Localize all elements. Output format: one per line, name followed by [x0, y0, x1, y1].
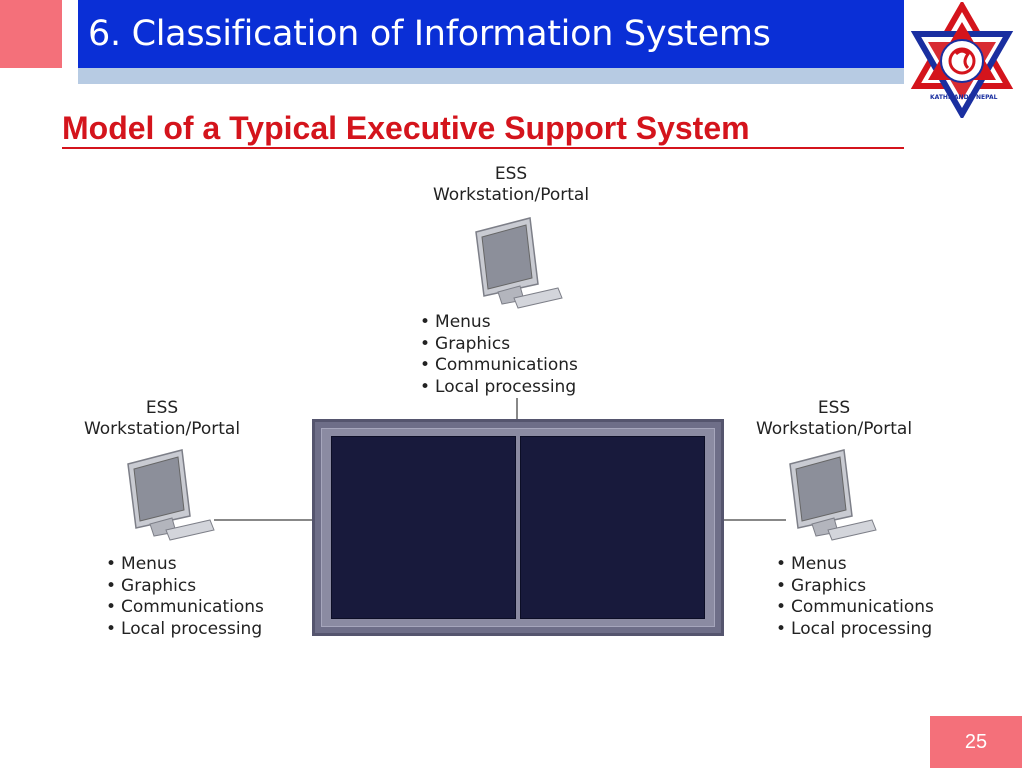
computer-workstation-icon — [789, 449, 877, 541]
list-item: Menus — [776, 554, 934, 576]
list-item: Communications — [106, 597, 264, 619]
computer-workstation-icon — [475, 217, 563, 309]
top-workstation-features: Menus Graphics Communications Local proc… — [420, 312, 578, 398]
list-item: Graphics — [776, 576, 934, 598]
list-item: Menus — [420, 312, 578, 334]
screen-panel-right — [520, 436, 705, 619]
list-item: Local processing — [776, 619, 934, 641]
list-item: Graphics — [106, 576, 264, 598]
list-item: Local processing — [106, 619, 264, 641]
svg-text:KATHMANDU: KATHMANDU — [930, 94, 974, 101]
university-emblem-icon: KATHMANDU NEPAL — [910, 2, 1014, 118]
right-connector-line — [724, 519, 786, 521]
list-item: Communications — [776, 597, 934, 619]
right-workstation-features: Menus Graphics Communications Local proc… — [776, 554, 934, 640]
page-title: 6. Classification of Information Systems — [88, 14, 771, 54]
list-item: Menus — [106, 554, 264, 576]
screen-panel-left — [331, 436, 516, 619]
left-workstation-label: ESS Workstation/Portal — [83, 398, 241, 439]
left-connector-line — [214, 519, 312, 521]
corner-accent-block — [0, 0, 62, 68]
diagram-subtitle: Model of a Typical Executive Support Sys… — [62, 110, 750, 146]
subtitle-underline — [62, 147, 904, 149]
top-connector-line — [516, 398, 518, 419]
list-item: Graphics — [420, 334, 578, 356]
left-workstation-features: Menus Graphics Communications Local proc… — [106, 554, 264, 640]
page-number-box: 25 — [930, 716, 1022, 768]
title-bar: 6. Classification of Information Systems — [78, 0, 904, 68]
list-item: Communications — [420, 355, 578, 377]
computer-workstation-icon — [127, 449, 215, 541]
right-workstation-label: ESS Workstation/Portal — [755, 398, 913, 439]
title-underbar — [78, 68, 904, 84]
list-item: Local processing — [420, 377, 578, 399]
large-display-screen-icon — [312, 419, 724, 636]
svg-text:NEPAL: NEPAL — [976, 94, 998, 101]
top-workstation-label: ESS Workstation/Portal — [432, 164, 590, 205]
page-number: 25 — [964, 730, 988, 753]
